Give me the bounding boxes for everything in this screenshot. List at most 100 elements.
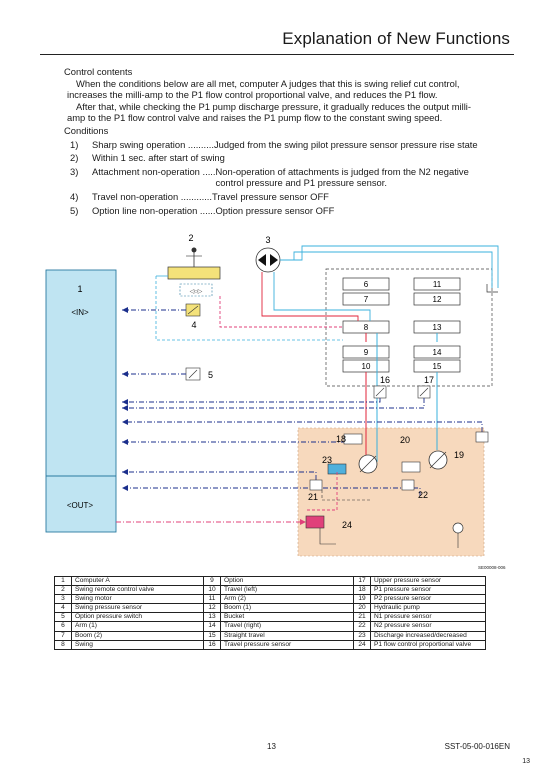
condition-item: 2) Within 1 sec. after start of swing (64, 152, 508, 164)
control-para2-line2: amp to the P1 flow control valve and rai… (67, 112, 443, 124)
motor-line-red (261, 272, 359, 321)
p1-pressure-sensor (343, 433, 363, 445)
label-22: 22 (418, 490, 428, 500)
signal-lines (122, 309, 483, 496)
neg-control-line (321, 490, 370, 501)
condition-item: 3) Attachment non-operation ..... Non-op… (64, 166, 508, 189)
legend-label: P2 pressure sensor (370, 594, 486, 605)
p1-flow-proportional-valve (305, 515, 325, 529)
control-para2-line1: After that, while checking the P1 pump d… (76, 100, 471, 112)
legend-label: Computer A (71, 575, 204, 587)
n2-pressure-sensor (401, 479, 415, 491)
legend-num: 16 (203, 639, 221, 650)
lever-knob (191, 247, 197, 253)
in-label: <IN> (71, 308, 89, 317)
switch-diag (188, 369, 198, 379)
legend-label: Bucket (220, 612, 354, 623)
spool-7 (342, 292, 390, 306)
condition-desc: Travel pressure sensor OFF (212, 190, 329, 202)
regulator-p2 (401, 461, 421, 473)
legend-num: 21 (353, 612, 371, 623)
condition-name: Sharp swing operation .......... (92, 138, 214, 150)
legend-label: Hydraulic pump (370, 603, 486, 614)
label-21: 21 (308, 492, 318, 502)
legend-row: 1 Computer A 9 Option 17 Upper pressure … (54, 575, 486, 587)
condition-desc: Non-operation of attachments is judged f… (216, 166, 508, 189)
condition-name: Attachment non-operation ..... (92, 165, 216, 177)
body-text: Control contents When the conditions bel… (64, 66, 508, 216)
condition-item: 4) Travel non-operation ............ Tra… (64, 191, 508, 203)
spool-6 (342, 277, 390, 291)
condition-num: 5) (70, 204, 79, 216)
signal-16 (122, 398, 381, 403)
legend-label: Option (220, 575, 354, 587)
condition-num: 4) (70, 190, 79, 202)
footer-page-number: 13 (267, 742, 276, 751)
legend-label: Straight travel (220, 630, 354, 641)
conditions-heading: Conditions (64, 124, 109, 136)
legend-label: Swing remote control valve (71, 585, 204, 596)
sensor-diag (187, 305, 199, 315)
control-para1-line1: When the conditions below are all met, c… (76, 77, 460, 89)
legend-row: 7 Boom (2) 15 Straight travel 23 Dischar… (54, 630, 486, 641)
legend-num: 7 (54, 630, 72, 641)
label-23: 23 (322, 455, 332, 465)
pump-p1-arrow (359, 455, 377, 473)
return-line-cyan (280, 245, 499, 288)
legend-num: 1 (54, 575, 72, 587)
label-5: 5 (208, 370, 213, 380)
shuttle-symbol: ◁○▷ (190, 289, 203, 295)
swing-motor-triangles (258, 254, 278, 266)
hydraulic-diagram: 1 <IN> <OUT> 6 7 11 12 8 13 9 10 14 15 3… (45, 233, 499, 557)
condition-desc (225, 152, 508, 164)
condition-item: 1) Sharp swing operation .......... Judg… (64, 139, 508, 151)
legend-num: 8 (54, 639, 72, 650)
signal-19 (122, 421, 483, 432)
spool-11-label: 11 (433, 280, 442, 289)
out-label: <OUT> (67, 501, 94, 510)
condition-num: 1) (70, 138, 79, 150)
footer-doc-code: SST-05-00-016EN (444, 742, 510, 751)
spool-15-label: 15 (433, 362, 442, 371)
legend-label: Travel pressure sensor (220, 639, 354, 650)
pilot-pump-symbol (452, 522, 464, 534)
spool-12 (413, 292, 461, 306)
condition-desc: Judged from the swing pilot pressure sen… (213, 138, 478, 150)
spool-12-label: 12 (433, 295, 442, 304)
legend-num: 19 (353, 594, 371, 605)
spool-10-label: 10 (362, 362, 371, 371)
label-20: 20 (400, 435, 410, 445)
legend-num: 9 (203, 575, 221, 587)
legend-num: 23 (353, 630, 371, 641)
legend-label: Arm (1) (71, 621, 204, 632)
legend-label: Travel (right) (220, 621, 354, 632)
condition-name: Travel non-operation ............ (92, 190, 213, 202)
spool-9-label: 9 (364, 348, 369, 357)
legend-label: P1 pressure sensor (370, 585, 486, 596)
condition-item: 5) Option line non-operation ...... Opti… (64, 205, 508, 217)
control-valve-outline (325, 268, 493, 387)
condition-name: Option line non-operation ...... (92, 204, 216, 216)
n1-pressure-sensor (309, 479, 323, 491)
motor-line-cyan (273, 272, 371, 321)
legend-label: N1 pressure sensor (370, 612, 486, 623)
legend-row: 8 Swing 16 Travel pressure sensor 24 P1 … (54, 639, 486, 650)
legend-num: 17 (353, 575, 371, 587)
spool-7-label: 7 (364, 295, 369, 304)
legend-num: 13 (203, 612, 221, 623)
legend-num: 20 (353, 603, 371, 614)
condition-desc-line2: control pressure and P1 pressure sensor. (215, 177, 387, 189)
legend-num: 18 (353, 585, 371, 596)
return-line-cyan-2 (286, 251, 493, 288)
tank-symbol (486, 284, 498, 293)
condition-desc-line1: Non-operation of attachments is judged f… (215, 165, 469, 177)
title-rule (40, 54, 514, 55)
label-18: 18 (336, 434, 346, 444)
label-2: 2 (188, 233, 193, 243)
pump-zone (297, 427, 485, 557)
label-17: 17 (424, 375, 434, 385)
pilot-line-pump (306, 472, 338, 511)
legend-label: P1 flow control proportional valve (370, 639, 486, 650)
legend-num: 6 (54, 621, 72, 632)
sensor16-diag (375, 387, 385, 397)
